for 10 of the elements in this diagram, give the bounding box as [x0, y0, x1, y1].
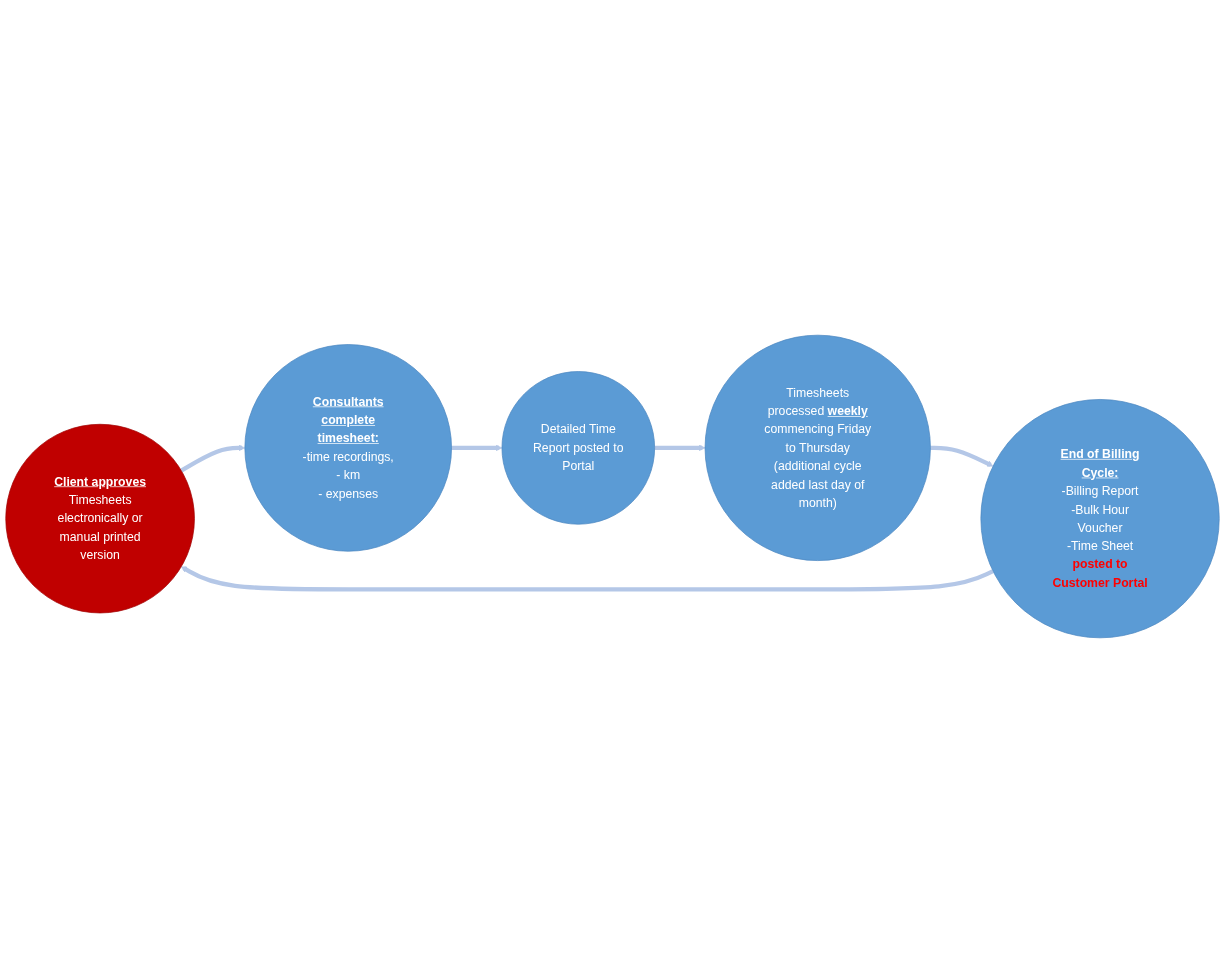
- node-circle: End of Billing Cycle: -Billing Report -Bulk Hour Voucher -Time Sheet posted to Customer Portal: [980, 399, 1220, 639]
- arrow: [654, 444, 706, 452]
- node-circle: Timesheets processed weekly commencing Friday to Thursday (additional cycle added last day of month): [704, 334, 931, 561]
- node-circle: Consultants complete timesheet: -time recordings, - km - expenses: [244, 344, 452, 552]
- node-circle: Detailed Time Report posted to Portal: [501, 371, 655, 525]
- node-circle: Client approves Timesheets electronically or manual printed version: [5, 423, 195, 614]
- arrow: [451, 444, 503, 452]
- arrow: [181, 566, 994, 592]
- arrow: [930, 445, 994, 467]
- arrow: [180, 444, 246, 473]
